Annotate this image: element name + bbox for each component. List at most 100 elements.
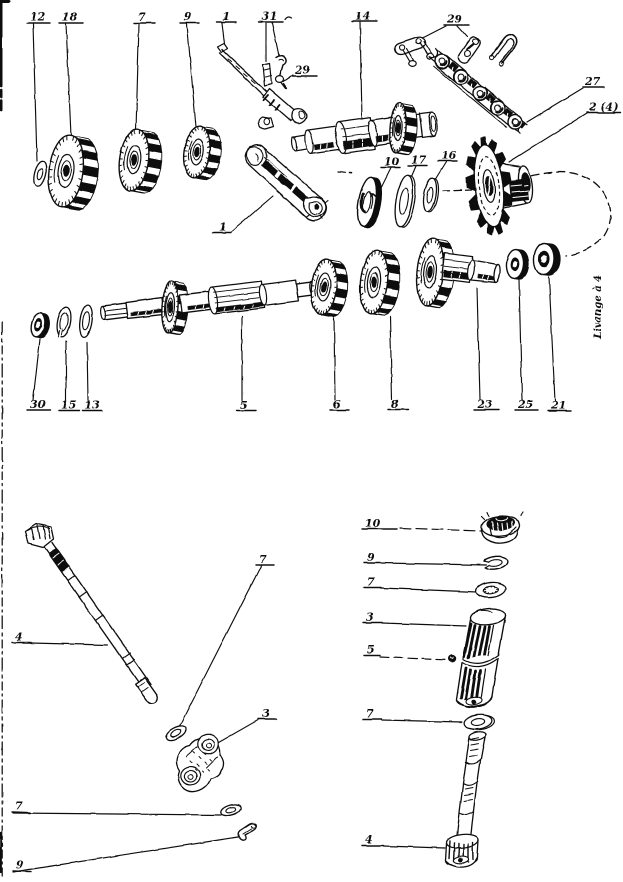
part-sprocket-2-hub: [499, 162, 534, 209]
part-washer-15: [56, 306, 72, 338]
part-number-7t: 7: [138, 11, 146, 24]
callout-15: 15: [58, 340, 80, 412]
callout-18: 18: [58, 11, 84, 137]
part-number-7bl2: 7: [15, 800, 23, 813]
part-number-18: 18: [62, 11, 78, 24]
part-clip-9bl: [237, 822, 257, 841]
part-number-2_4: 2 (4): [588, 101, 619, 114]
part-number-10m: 10: [384, 156, 400, 169]
callout-5br: 5: [363, 644, 449, 661]
part-number-29a: 29: [294, 64, 311, 77]
part-number-6: 6: [333, 398, 341, 411]
part-number-27: 27: [584, 75, 601, 88]
part-number-16m: 16: [441, 149, 457, 162]
part-rod-4bl: [24, 522, 159, 705]
part-shaft-14-c6: [418, 111, 438, 139]
part-gear-18: [47, 134, 99, 211]
page-border-marks: [0, 0, 353, 877]
part-shaft-4br: [444, 731, 487, 868]
callout-27: 27: [526, 75, 605, 123]
part-washer-13: [79, 304, 93, 338]
part-gear-6: [310, 258, 349, 318]
callout-3br: 3: [362, 611, 467, 627]
callout-9bl: 9: [12, 836, 239, 873]
part-number-7br1: 7: [367, 576, 375, 589]
part-gear-9: [182, 125, 222, 181]
part-washer-7bl1: [165, 725, 187, 741]
part-number-3bl: 3: [262, 707, 270, 720]
part-number-9t: 9: [184, 11, 192, 24]
part-sprocket-2: [465, 136, 513, 236]
part-washer-16m: [422, 177, 440, 213]
part-clip-29: [488, 33, 518, 67]
part-masterlink-29: [394, 36, 435, 67]
part-number-13: 13: [84, 399, 100, 412]
part-number-21: 21: [550, 399, 566, 412]
part-number-7bl1: 7: [259, 553, 267, 566]
part-shaft-14-c3: [334, 116, 376, 154]
callout-23: 23: [473, 287, 500, 411]
part-washer-12: [33, 160, 47, 188]
callout-2_4: 2 (4): [508, 101, 621, 163]
part-number-29b: 29: [446, 13, 463, 26]
part-number-4bl: 4: [15, 631, 23, 644]
part-number-14: 14: [355, 10, 370, 23]
part-number-10br: 10: [365, 517, 381, 530]
part-number-8: 8: [391, 398, 399, 411]
part-circlip-9br: [482, 555, 509, 571]
callout-25: 25: [514, 279, 539, 411]
part-sprocket-2-axis-dashes: [442, 171, 612, 257]
part-gear-7: [118, 128, 163, 194]
part-shaft-14-c2: [304, 124, 344, 155]
callout-29a: 29: [282, 64, 318, 83]
part-washer-10m: [356, 176, 383, 229]
callout-14: 14: [351, 10, 378, 120]
callout-8: 8: [387, 316, 409, 411]
part-selector-rod-1: [216, 42, 308, 130]
part-number-23: 23: [476, 398, 493, 411]
part-shaft-5-c5: [258, 279, 300, 307]
part-screw-29: [274, 75, 288, 90]
callout-7bl1: 7: [177, 553, 275, 730]
callout-7br1: 7: [363, 576, 478, 593]
handwritten-inscription: Livange à 4: [593, 275, 604, 340]
callout-9t: 9: [179, 11, 200, 128]
part-gear-14: [389, 102, 418, 156]
callout-9br: 9: [363, 551, 487, 566]
part-washer-17m: [394, 174, 416, 228]
part-number-25: 25: [517, 398, 533, 411]
callout-1m: 1: [212, 195, 274, 234]
part-bearing-21: [533, 242, 561, 276]
part-number-4br: 4: [365, 833, 373, 846]
part-shaft-5-c4: [207, 280, 266, 315]
callout-7br2: 7: [362, 708, 463, 723]
part-number-9bl: 9: [16, 859, 24, 872]
part-clip-31: [275, 55, 287, 80]
part-number-5: 5: [240, 399, 248, 412]
part-gear-8: [359, 249, 401, 317]
part-number-3br: 3: [366, 611, 374, 624]
callout-3bl: 3: [215, 707, 277, 745]
callout-12: 12: [26, 11, 51, 162]
part-barrel-3br: [455, 607, 507, 708]
part-link-3bl: [175, 733, 225, 793]
part-shaft-23-b: [466, 259, 501, 284]
part-number-7br2: 7: [366, 708, 374, 721]
callout-4bl: 4: [11, 631, 108, 646]
part-number-31: 31: [262, 10, 277, 23]
callout-10br: 10: [361, 517, 482, 532]
part-bearing-10br: [480, 511, 524, 544]
part-washer-10m-detail: [360, 192, 374, 213]
part-washer-7br1: [475, 581, 507, 599]
callout-7t: 7: [133, 11, 156, 131]
callout-31: 31: [258, 10, 284, 62]
part-washer-30: [30, 312, 50, 339]
part-drum-1: [244, 144, 329, 222]
part-number-12: 12: [30, 11, 46, 24]
part-ball-5br: [448, 654, 457, 663]
part-linkplate-29: [457, 36, 481, 64]
part-washer-7br2: [463, 714, 495, 731]
part-number-15: 15: [61, 399, 76, 412]
